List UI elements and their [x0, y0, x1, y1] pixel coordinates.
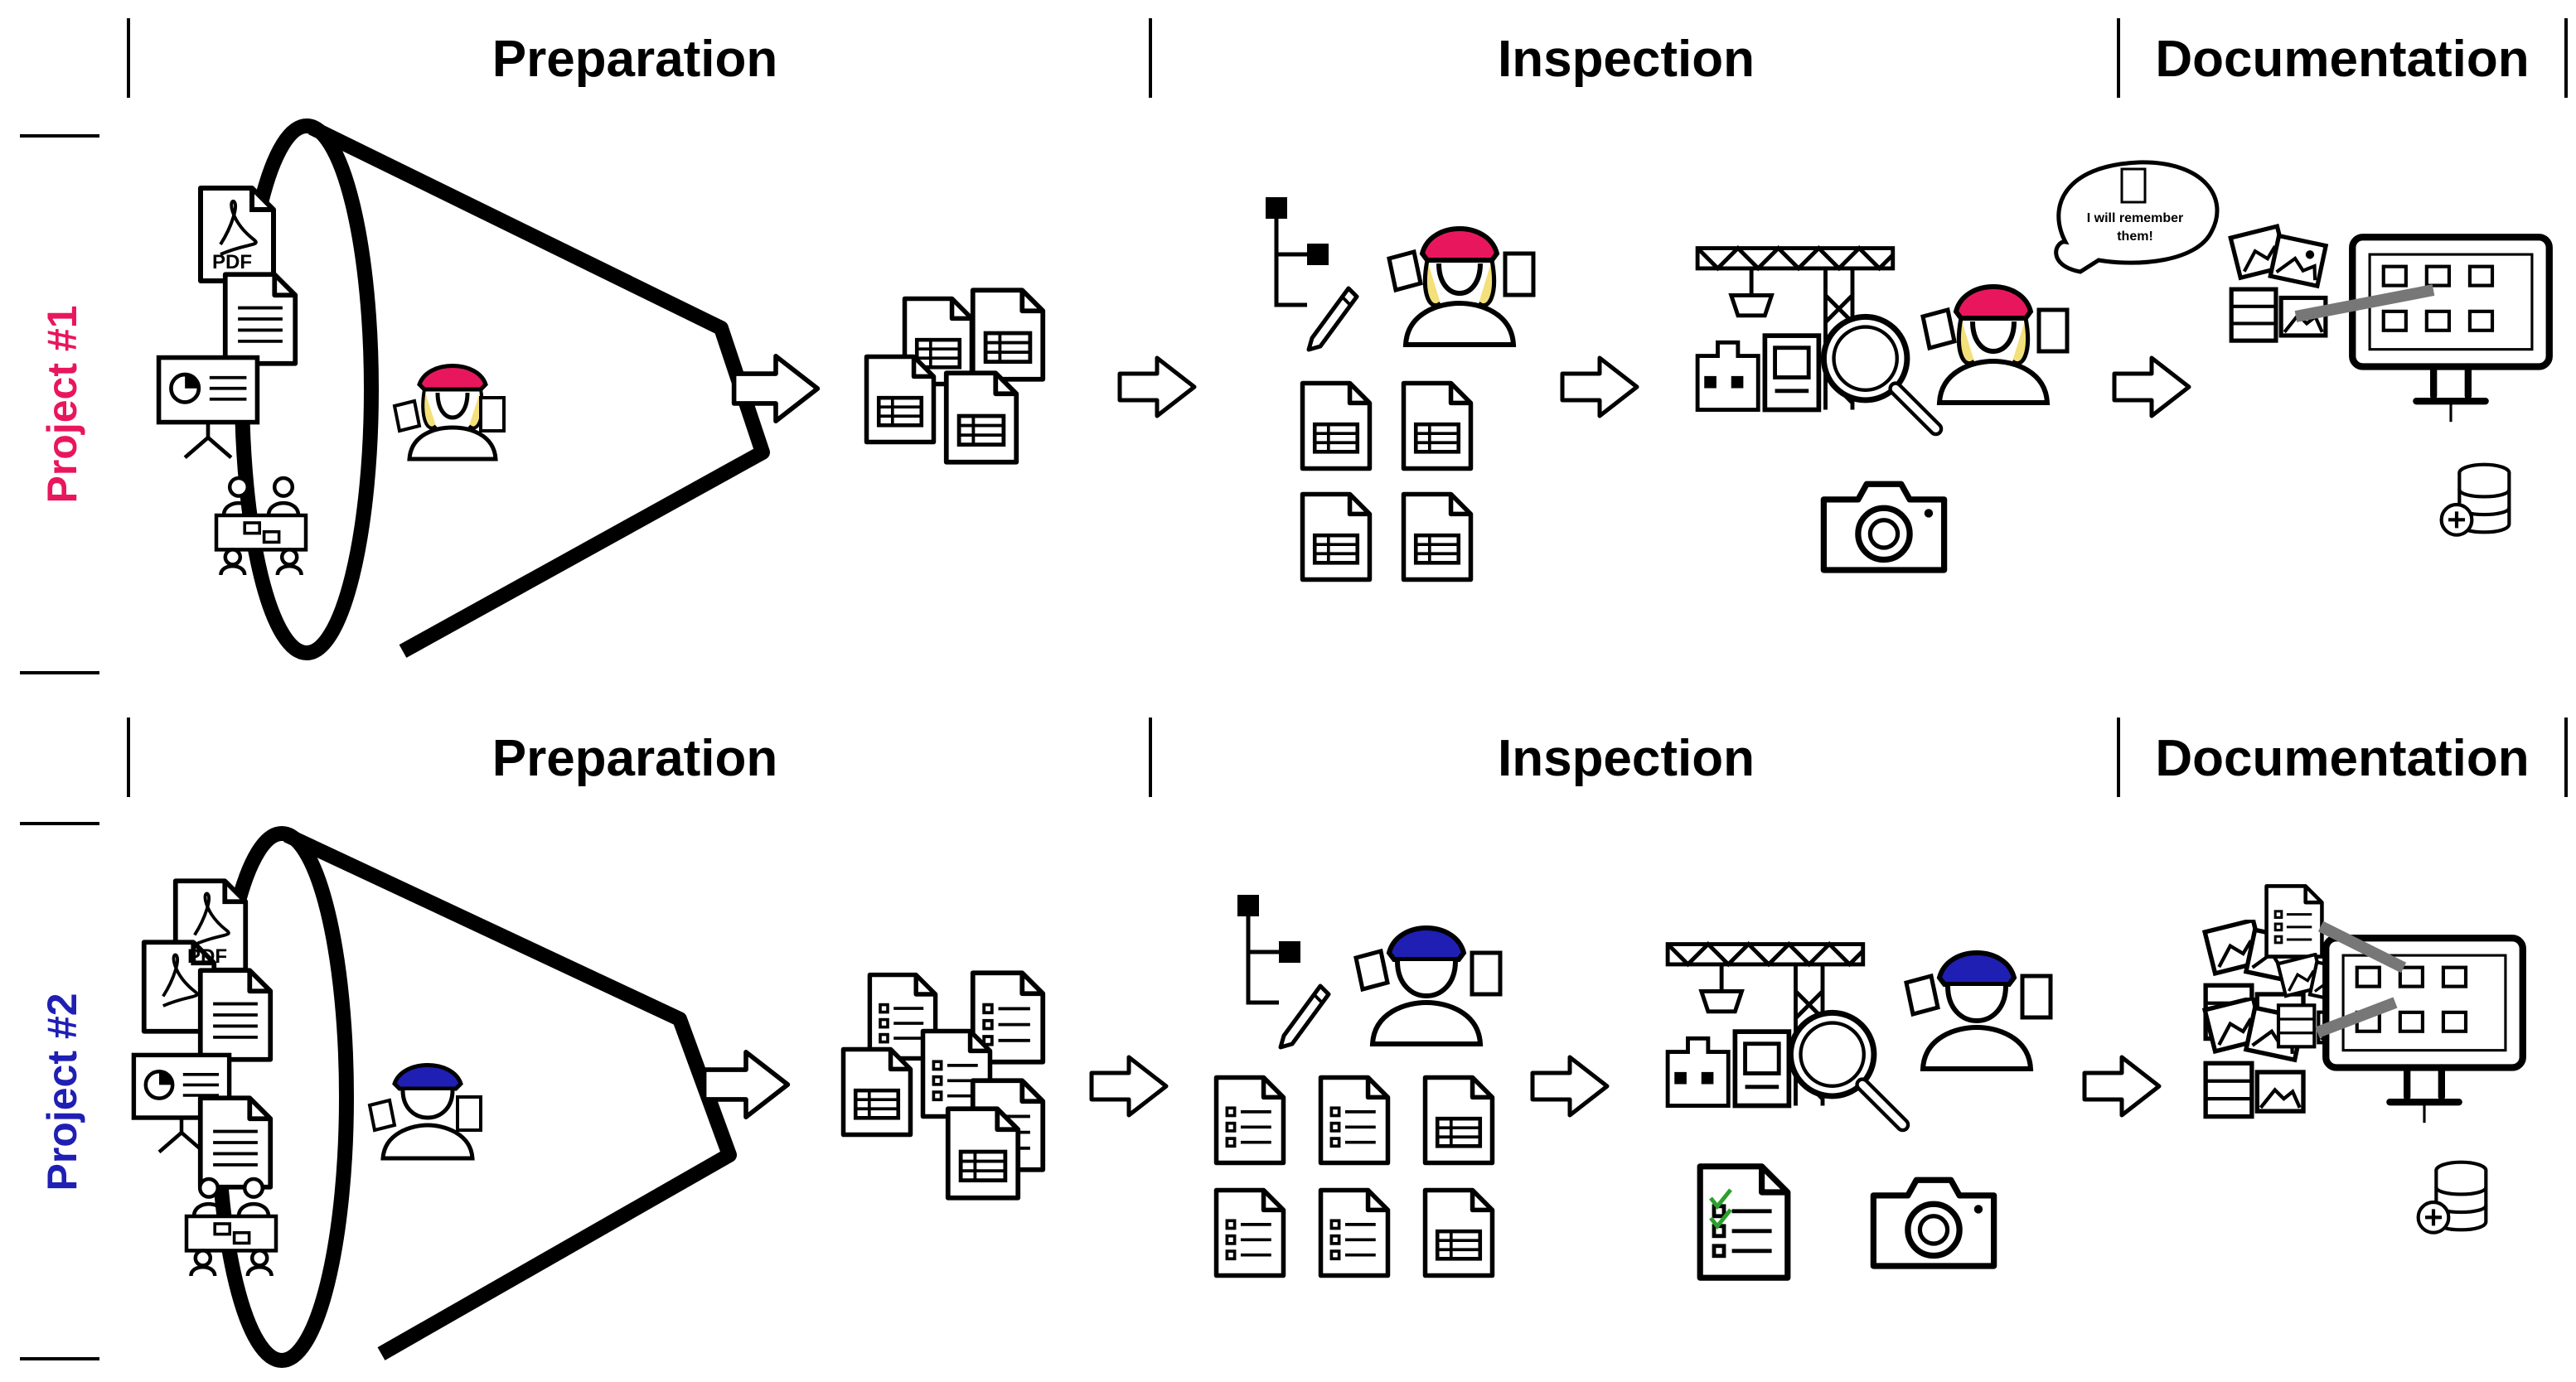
- camera-icon: [1823, 484, 1944, 570]
- hierarchy-tree-icon: [1266, 197, 1357, 350]
- text-document-icon: [201, 970, 270, 1060]
- hierarchy-tree-icon: [1237, 895, 1329, 1047]
- pdf-label: PDF: [187, 945, 227, 968]
- magnifier-icon: [1790, 1012, 1902, 1124]
- arrow-right-icon: [1092, 1057, 1166, 1115]
- image-gallery-icon: [2230, 226, 2326, 341]
- checklist-document-icon: [1700, 1167, 1788, 1278]
- speech-bubble-line-1: I will remember: [2087, 211, 2184, 225]
- document-grid: [1217, 1077, 1493, 1275]
- magnifier-icon: [1823, 317, 1935, 428]
- transfer-arrow: [2315, 997, 2398, 1038]
- camera-icon: [1873, 1180, 1993, 1266]
- worker-icon: [392, 364, 506, 461]
- row-2: PDF: [133, 826, 2523, 1368]
- transfer-arrow: [2317, 921, 2407, 974]
- arrow-right-icon: [2085, 1057, 2159, 1115]
- monitor-icon: [2352, 237, 2549, 422]
- stage-header-documentation-1: Documentation: [2155, 31, 2529, 88]
- spreadsheet-document-grid: [1303, 383, 1471, 579]
- text-document-icon: [225, 274, 295, 364]
- stage-header-inspection-2: Inspection: [1498, 730, 1755, 787]
- speech-bubble-line-2: them!: [2117, 230, 2153, 244]
- mixed-document-stack: [844, 973, 1043, 1198]
- text-document-icon: [201, 1098, 270, 1187]
- database-add-icon: [2442, 465, 2510, 535]
- transfer-arrow: [2294, 284, 2435, 322]
- funnel-icon: [235, 118, 770, 660]
- arrow-right-icon: [2114, 358, 2189, 416]
- speech-bubble-icon: I will remember them!: [2054, 160, 2220, 274]
- arrow-right-icon: [1533, 1057, 1607, 1115]
- worker-icon: [367, 1063, 482, 1161]
- monitor-icon: [2326, 938, 2523, 1123]
- database-add-icon: [2419, 1162, 2486, 1233]
- arrow-right-icon: [1562, 358, 1637, 416]
- worker-icon: [1353, 925, 1503, 1046]
- worker-icon: [1387, 226, 1536, 347]
- worker-icon: [1920, 284, 2070, 405]
- pdf-label: PDF: [212, 251, 252, 273]
- project-label-1: Project #1: [39, 305, 85, 503]
- stage-separators-row-1: [127, 18, 2568, 98]
- stage-header-preparation-1: Preparation: [492, 31, 778, 88]
- stage-separators-row-2: [127, 718, 2568, 797]
- project-label-2: Project #2: [39, 993, 85, 1191]
- worker-icon: [1904, 950, 2053, 1071]
- helmet-icon: [417, 364, 488, 392]
- stage-header-inspection-1: Inspection: [1498, 31, 1755, 88]
- stage-header-documentation-2: Documentation: [2155, 730, 2529, 787]
- row-ticks: [20, 134, 99, 1360]
- arrow-right-icon: [1120, 358, 1194, 416]
- row-1: PDF: [159, 118, 2549, 660]
- spreadsheet-document-stack: [867, 290, 1043, 462]
- stage-header-preparation-2: Preparation: [492, 730, 778, 787]
